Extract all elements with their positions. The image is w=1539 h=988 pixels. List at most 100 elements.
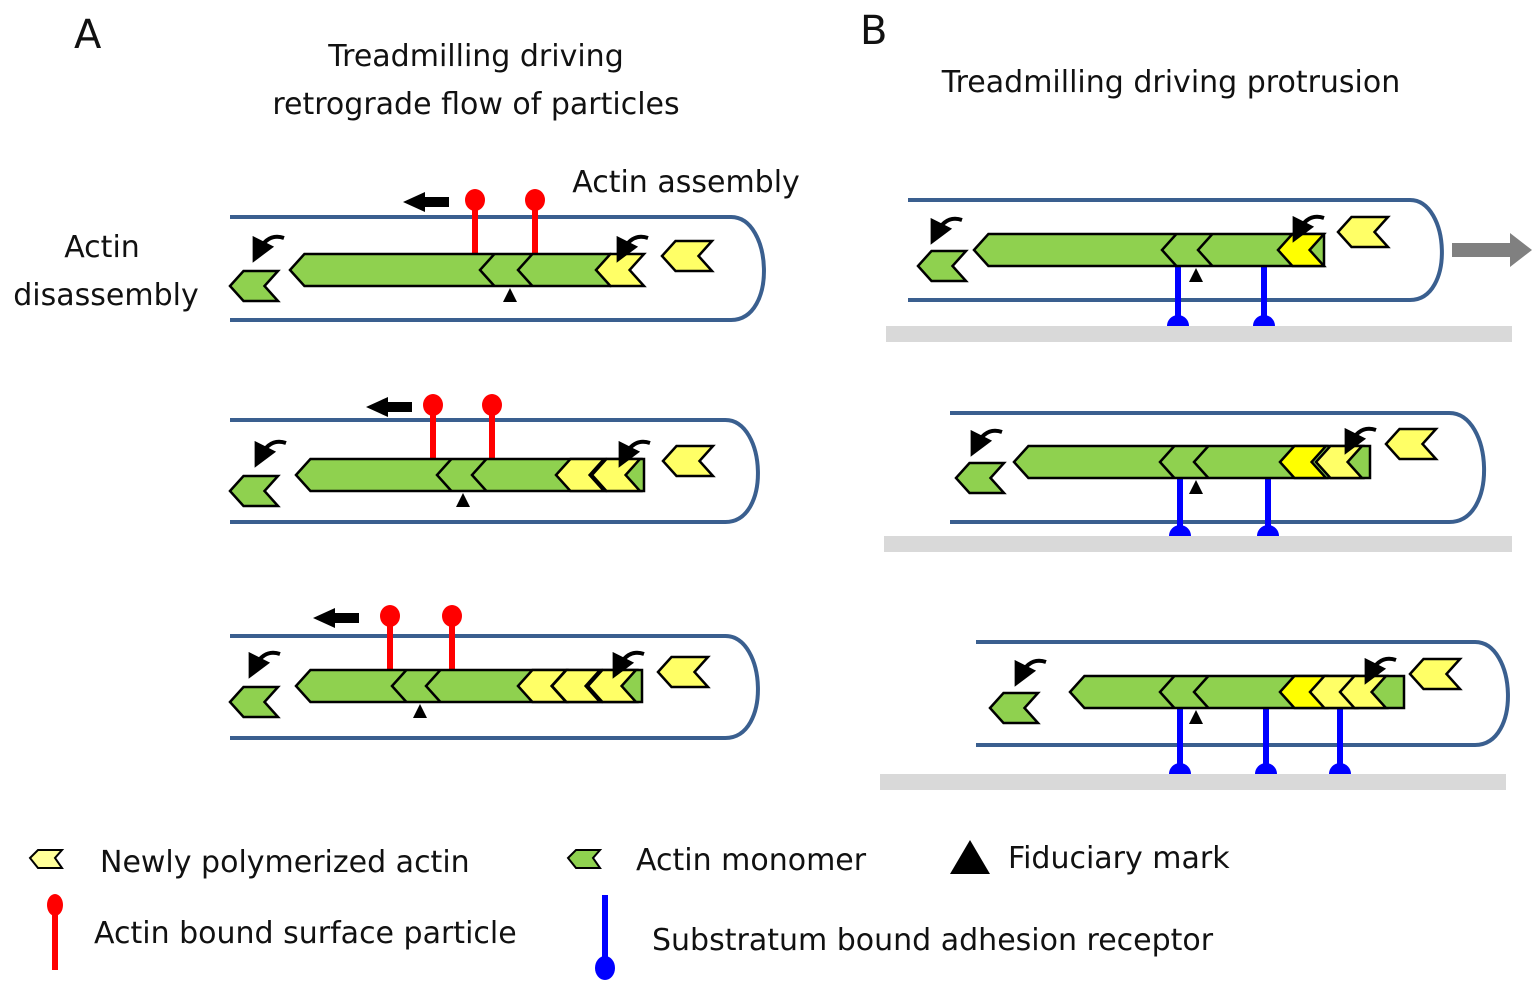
panel-b-row-3-adhesion-receptor-2-foot — [1255, 763, 1277, 774]
panel-a-row-3-surface-particle-1-head — [380, 605, 400, 627]
yellow-chevron-icon — [28, 849, 65, 869]
legend-surface-particle: Actin bound surface particle — [47, 894, 517, 970]
panel-a-row-2-new-actin-1 — [554, 457, 607, 493]
panel-a-row-3-new-actin-2 — [550, 668, 603, 704]
panel-b-row-2-membrane — [950, 411, 1487, 524]
panel-a-row-2-fiduciary-mark-icon — [456, 493, 470, 507]
legend-label-newly-polymerized: Newly polymerized actin — [100, 845, 470, 880]
panel-b-row-2-monomer-seam-1 — [1158, 445, 1176, 479]
legend: Newly polymerized actin Actin monomer Fi… — [28, 840, 1230, 980]
legend-label-adhesion-receptor: Substratum bound adhesion receptor — [652, 923, 1214, 958]
panel-b-row-2-adhesion-receptor-2-foot — [1257, 525, 1279, 536]
panel-b-row-2-assembly-arrow-icon — [1344, 426, 1377, 455]
panel-b-row-2-new-actin-1 — [1278, 444, 1329, 480]
panel-a-row-2-disassembled-monomer — [228, 474, 281, 508]
panel-b-row-3-free-monomer — [1408, 657, 1463, 691]
panel-b-row-1-actin-filament — [972, 232, 1326, 268]
panel-a-title-line2: retrograde flow of particles — [272, 87, 679, 122]
panel-b-row-1-monomer-seam-2 — [1196, 233, 1214, 267]
panel-a-row-1-actin-filament — [288, 252, 612, 288]
panel-b-row-3-disassembled-monomer — [988, 691, 1041, 725]
panel-a-row-3-monomer-seam-1 — [390, 669, 408, 703]
panel-b-row-2-disassembled-monomer — [954, 461, 1007, 495]
panel-a-title-line1: Treadmilling driving — [327, 39, 624, 74]
panel-a-row-1-surface-particle-1-head — [465, 189, 485, 211]
panel-a-row-3-retrograde-arrow-icon — [313, 608, 359, 628]
legend-newly-polymerized: Newly polymerized actin — [28, 845, 470, 880]
panel-b-row-3-disassembly-arrow-icon — [1014, 658, 1047, 687]
panel-a-row-2-actin-filament — [294, 457, 646, 493]
panel-a-row-2-monomer-seam-1 — [435, 458, 453, 492]
panel-a-row-1-assembly-arrow-icon — [616, 234, 649, 263]
panel-a-row-1-monomer-seam-2 — [516, 253, 534, 287]
legend-label-actin-monomer: Actin monomer — [636, 843, 867, 878]
panel-b-row-2-disassembly-arrow-icon — [970, 428, 1003, 457]
panel-b-row-3-adhesion-receptor-3-foot — [1329, 763, 1351, 774]
legend-actin-monomer: Actin monomer — [566, 843, 867, 878]
panel-b-row-2-monomer-seam-2 — [1192, 445, 1210, 479]
panel-a-row-3-disassembly-arrow-icon — [248, 650, 281, 679]
panel-a-row-2-disassembly-arrow-icon — [254, 439, 287, 468]
panel-b-row-1-disassembled-monomer — [916, 249, 969, 283]
legend-adhesion-receptor: Substratum bound adhesion receptor — [595, 895, 1214, 980]
panel-a-row-1-membrane — [230, 215, 766, 322]
panel-a-row-1-disassembly-arrow-icon — [252, 234, 285, 263]
legend-label-fiduciary-mark: Fiduciary mark — [1008, 841, 1230, 876]
panel-b-letter: B — [860, 8, 887, 54]
diagram-shapes — [228, 189, 1532, 790]
panel-a-row-1-fiduciary-mark-icon — [503, 288, 517, 302]
legend-fiduciary-mark: Fiduciary mark — [950, 840, 1230, 876]
panel-a-row-3-fiduciary-mark-icon — [413, 704, 427, 718]
panel-b-row-3-fiduciary-mark-icon — [1189, 710, 1203, 724]
panel-a-row-2-membrane — [230, 418, 760, 524]
panel-a-row-1-free-monomer-1 — [660, 239, 715, 273]
actin-disassembly-label-line1: Actin — [64, 230, 140, 265]
panel-a-letter: A — [74, 12, 102, 58]
panel-b-row-1-monomer-seam-1 — [1160, 233, 1178, 267]
panel-b-row-3-monomer-seam-2 — [1192, 675, 1210, 709]
panel-a-row-2-surface-particle-1-head — [423, 394, 443, 416]
red-particle-icon — [47, 894, 63, 916]
panel-b-row-2-fiduciary-mark-icon — [1189, 480, 1203, 494]
actin-disassembly-label-line2: disassembly — [13, 278, 198, 313]
panel-b-row-1-substratum — [886, 326, 1512, 342]
panel-b-row-3-membrane — [976, 640, 1510, 747]
panel-a-row-2-free-monomer-1 — [661, 444, 716, 478]
panel-a-row-1-surface-particle-2-head — [525, 189, 545, 211]
panel-b-row-3-adhesion-receptor-1-foot — [1169, 763, 1191, 774]
protrusion-arrow-icon — [1452, 233, 1532, 267]
panel-a-row-3-surface-particle-2-head — [442, 605, 462, 627]
panel-a-row-3-disassembled-monomer — [228, 685, 281, 719]
blue-receptor-icon — [595, 956, 615, 980]
panel-a-row-3-assembly-arrow-icon — [612, 650, 645, 679]
green-chevron-icon — [566, 849, 603, 869]
panel-b-row-1-membrane — [908, 198, 1444, 302]
panel-a-row-3-monomer-seam-2 — [424, 669, 442, 703]
panel-b-row-1-disassembly-arrow-icon — [930, 216, 963, 245]
panel-b-row-2-free-monomer — [1384, 427, 1439, 461]
triangle-icon — [950, 840, 990, 874]
panel-b-row-1-free-monomer — [1336, 215, 1391, 249]
panel-a-row-2-retrograde-arrow-icon — [366, 397, 412, 417]
actin-assembly-label: Actin assembly — [572, 165, 800, 200]
panel-a-row-2-monomer-seam-2 — [470, 458, 488, 492]
panel-b-row-2-adhesion-receptor-1-foot — [1169, 525, 1191, 536]
panel-b-row-3-substratum — [880, 774, 1506, 790]
panel-a-row-1-monomer-seam-1 — [478, 253, 496, 287]
legend-label-surface-particle: Actin bound surface particle — [94, 916, 517, 951]
panel-a-row-2-surface-particle-2-head — [482, 394, 502, 416]
panel-b-row-2-substratum — [884, 536, 1512, 552]
panel-b-row-1-adhesion-receptor-1-foot — [1167, 315, 1189, 326]
panel-b-row-1-assembly-arrow-icon — [1292, 214, 1325, 243]
panel-b-row-3-monomer-seam-1 — [1158, 675, 1176, 709]
panel-a-row-3-membrane — [230, 634, 760, 740]
panel-b-row-1-adhesion-receptor-2-foot — [1253, 315, 1275, 326]
panel-a-row-2-assembly-arrow-icon — [618, 439, 651, 468]
panel-b-row-3-assembly-arrow-icon — [1364, 656, 1397, 685]
panel-a-row-1-retrograde-arrow-icon — [403, 192, 449, 212]
panel-b-title: Treadmilling driving protrusion — [941, 65, 1401, 100]
panel-a-row-3-free-monomer-1 — [656, 655, 711, 689]
panel-a-row-1-disassembled-monomer — [228, 269, 281, 303]
panel-b-row-1-fiduciary-mark-icon — [1189, 268, 1203, 282]
